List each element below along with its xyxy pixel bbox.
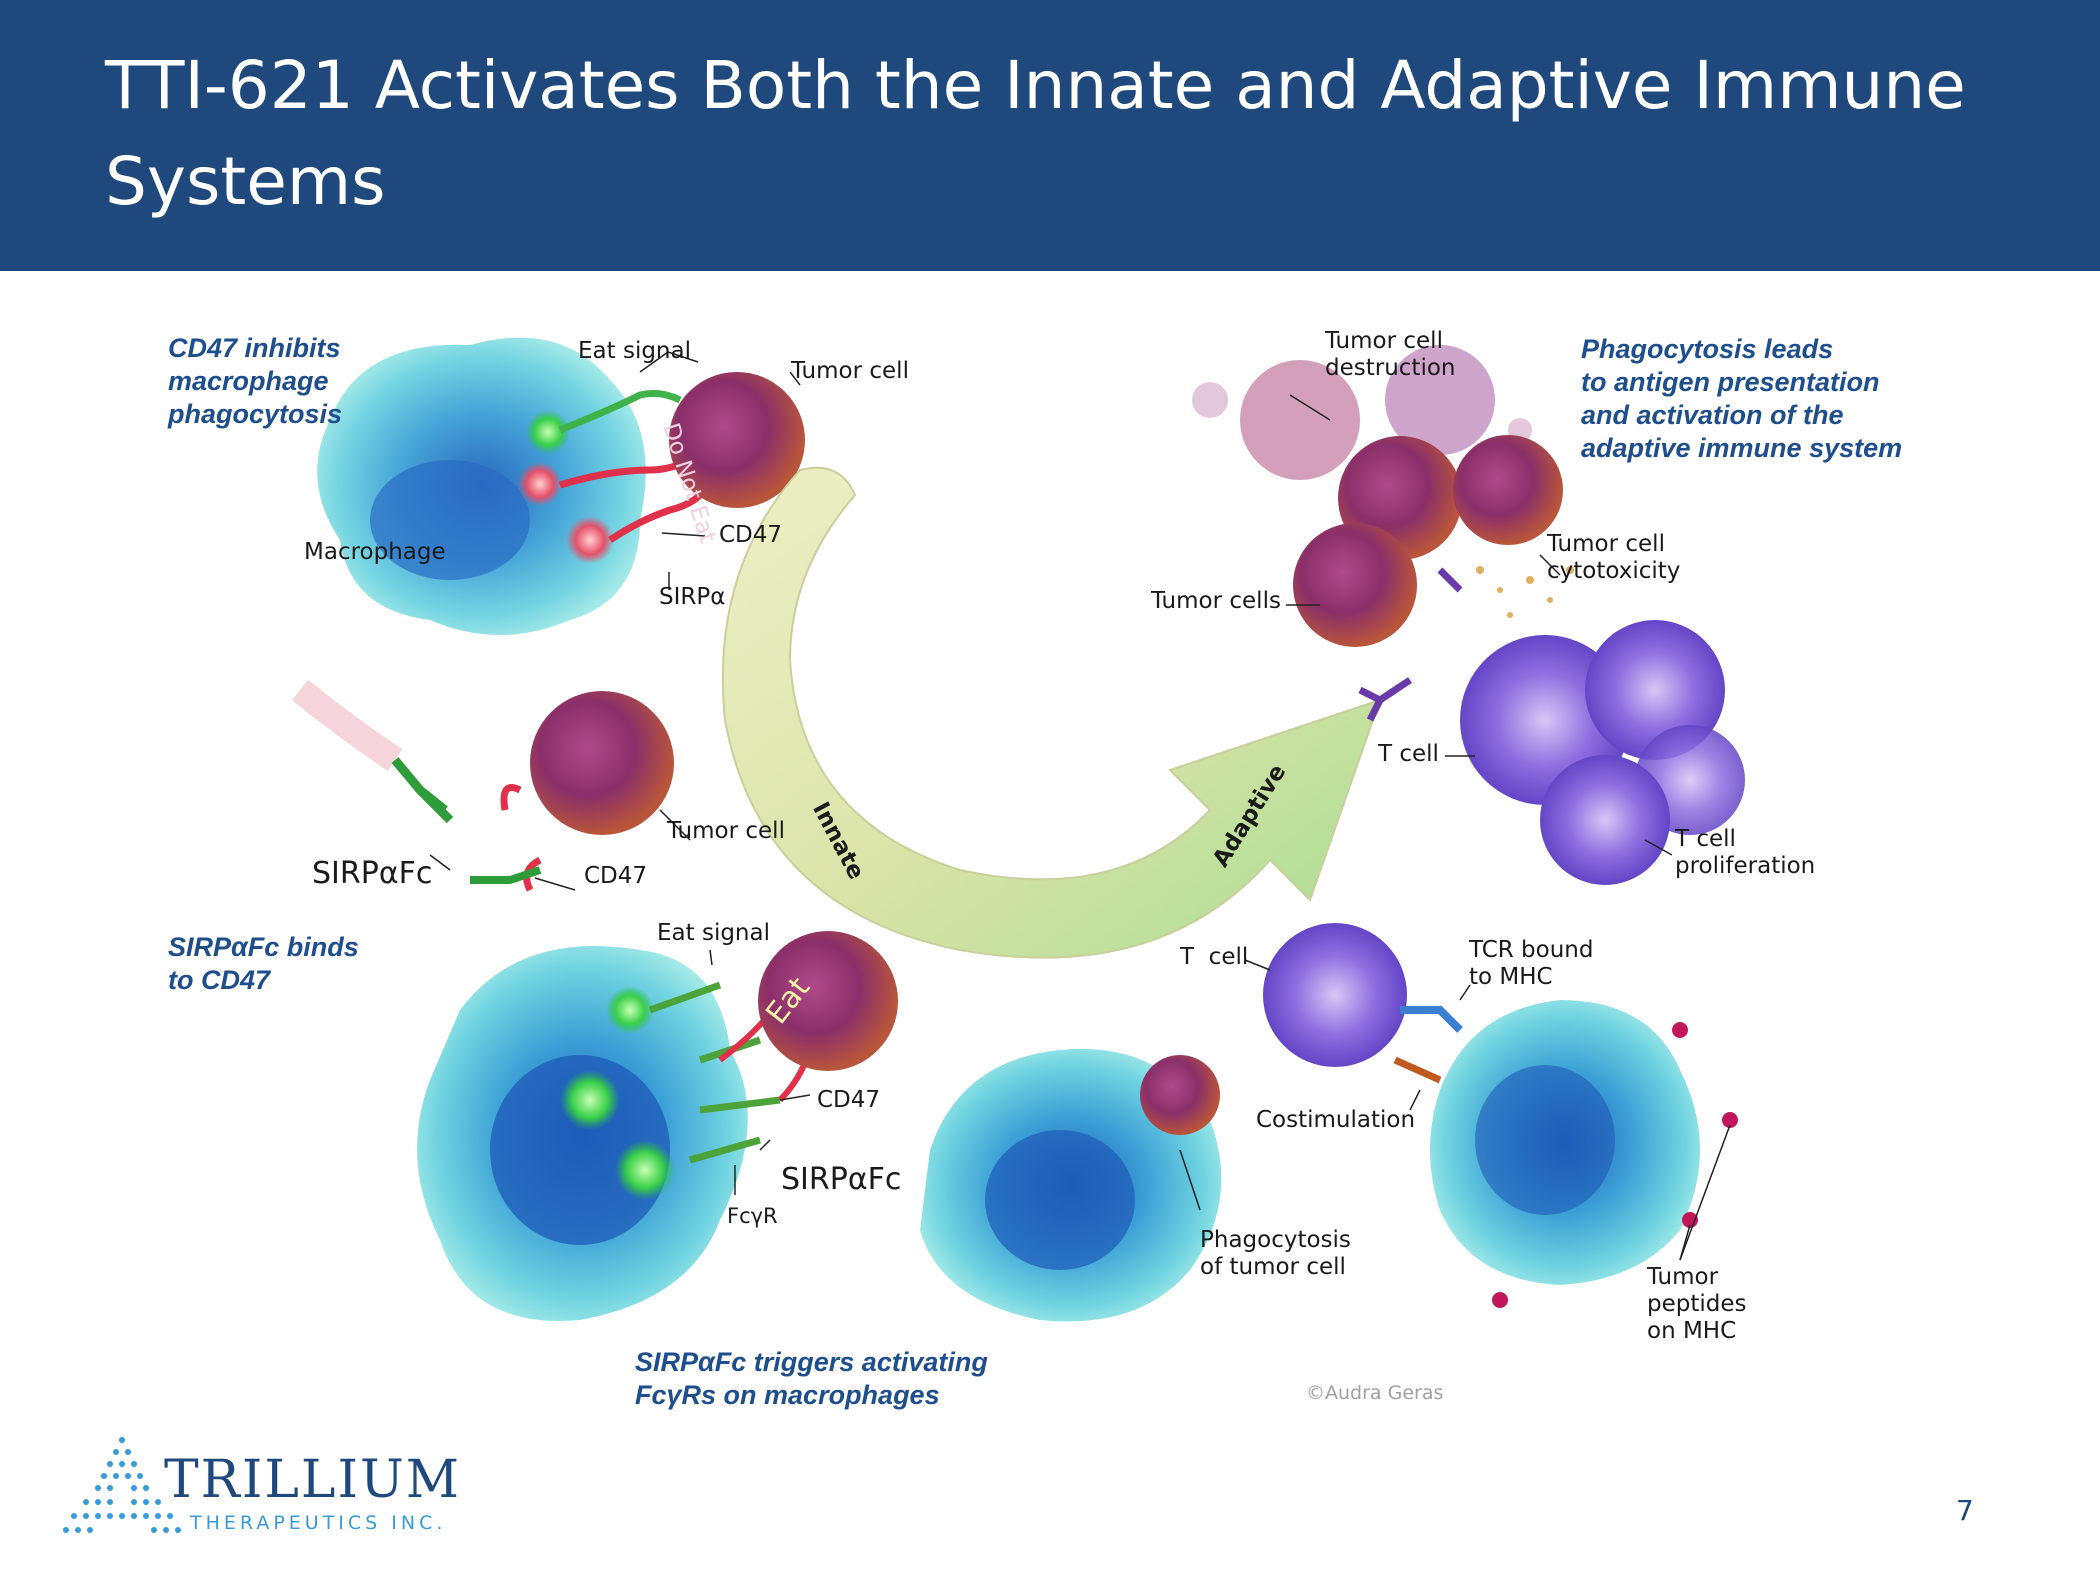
- label-t-cell-proliferation: T cell proliferation: [1675, 826, 1816, 879]
- antigen-presenting-macrophage: [1430, 1000, 1700, 1285]
- label-sirpafc-mid: SIRPαFc: [312, 856, 433, 891]
- label-cd47-top: CD47: [719, 522, 783, 548]
- label-t-cell-right: T cell: [1378, 741, 1439, 767]
- t-cell-right-4: [1540, 755, 1670, 885]
- tumor-debris-cluster: [1192, 345, 1532, 480]
- label-tumor-cell-top: Tumor cell: [791, 358, 909, 384]
- green-eat-glow-3: [615, 1140, 675, 1200]
- title-bar: TTI-621 Activates Both the Innate and Ad…: [0, 0, 2100, 271]
- label-tumor-cell-mid: Tumor cell: [667, 818, 785, 844]
- macrophage-top: [317, 337, 646, 635]
- caption-sirpafc-triggers: SIRPαFc triggers activating FcγRs on mac…: [635, 1347, 988, 1410]
- costimulation-pair: [1393, 1056, 1442, 1084]
- sirpa-ligand-top-2: [608, 492, 703, 543]
- green-eat-glow-top: [526, 410, 570, 454]
- logo-wordmark: TRILLIUM: [164, 1450, 462, 1510]
- tumor-cell-engulfed: [1140, 1055, 1220, 1135]
- tumor-cell-bottom: [758, 931, 898, 1071]
- label-eat-signal-bottom: Eat signal: [657, 920, 770, 946]
- tumor-cell-right-3: [1293, 523, 1417, 647]
- macrophage-bottom: [417, 946, 748, 1321]
- label-fcgr: FcγR: [727, 1204, 778, 1228]
- label-tumor-cell-destruction: Tumor cell destruction: [1325, 328, 1456, 381]
- label-tcr-bound-to-mhc: TCR bound to MHC: [1469, 937, 1594, 990]
- label-tumor-cell-cytotoxicity: Tumor cell cytotoxicity: [1547, 531, 1681, 584]
- label-t-cell-bottom: T cell: [1180, 944, 1249, 970]
- label-sirpa: SIRPα: [659, 584, 726, 610]
- trillium-logo-mark: [63, 1437, 181, 1533]
- label-phagocytosis-of-tumor-cell: Phagocytosis of tumor cell: [1200, 1227, 1351, 1280]
- leader-lines: [429, 351, 1731, 1261]
- red-signal-glow-top-2: [566, 516, 614, 564]
- red-signal-glow-top: [518, 462, 562, 506]
- macrophage-phagocytosis: [920, 1048, 1222, 1322]
- green-eat-glow-2: [560, 1070, 620, 1130]
- cytotoxic-granules: [1476, 566, 1574, 618]
- caption-cd47-inhibits: CD47 inhibits macrophage phagocytosis: [168, 333, 343, 429]
- caption-phagocytosis-leads: Phagocytosis leads to antigen presentati…: [1581, 334, 1903, 463]
- sirpafc-bound-mid: [470, 866, 542, 884]
- page-number: 7: [1956, 1494, 1974, 1527]
- immune-diagram: [291, 337, 1745, 1322]
- t-cell-bottom: [1263, 923, 1407, 1067]
- sirpafc-molecule: [391, 757, 454, 824]
- label-eat-signal-top: Eat signal: [578, 338, 691, 364]
- image-credit: ©Audra Geras: [1306, 1382, 1444, 1404]
- label-tumor-peptides-on-mhc: Tumor peptides on MHC: [1647, 1264, 1747, 1344]
- tumor-cell-mid: [530, 691, 674, 835]
- label-costimulation: Costimulation: [1256, 1107, 1416, 1133]
- label-cd47-mid: CD47: [584, 863, 648, 889]
- logo-subtitle: THERAPEUTICS INC.: [190, 1512, 447, 1534]
- tcr-mhc-top-right: [1358, 567, 1463, 722]
- innate-adaptive-arrow: [721, 466, 1382, 959]
- label-sirpafc-bottom: SIRPαFc: [781, 1162, 902, 1197]
- caption-sirpafc-binds: SIRPαFc binds to CD47: [168, 932, 359, 995]
- green-eat-glow-1: [606, 986, 654, 1034]
- eat-signal-ligand-top: [558, 389, 682, 434]
- sirpafc-motion-trail: [291, 679, 403, 771]
- tumor-cell-top: [669, 372, 805, 508]
- label-cd47-bottom: CD47: [817, 1087, 881, 1113]
- tumor-cell-right-2: [1453, 435, 1563, 545]
- label-tumor-cells: Tumor cells: [1151, 588, 1281, 614]
- tcr-mhc-bound: [1400, 1006, 1463, 1033]
- label-macrophage: Macrophage: [304, 539, 446, 565]
- slide-title: TTI-621 Activates Both the Innate and Ad…: [105, 47, 1966, 220]
